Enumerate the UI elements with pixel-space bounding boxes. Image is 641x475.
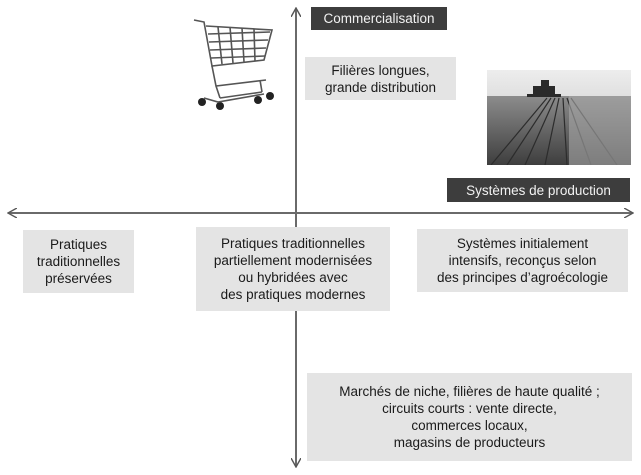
axis-label-commercialisation: Commercialisation — [311, 7, 447, 30]
box-pratiques-hybridees: Pratiques traditionnelles partiellement … — [196, 227, 390, 311]
shopping-cart-icon — [193, 19, 274, 110]
box-filieres-longues: Filières longues, grande distribution — [305, 57, 456, 100]
box-marches-niche: Marchés de niche, filières de haute qual… — [307, 373, 632, 461]
axis-label-systemes-production: Systèmes de production — [447, 178, 630, 202]
box-agroecologie: Systèmes initialement intensifs, reconçu… — [417, 229, 628, 292]
box-pratiques-preservees: Pratiques traditionnelles préservées — [23, 230, 134, 293]
harvester-field-photo — [487, 70, 631, 165]
